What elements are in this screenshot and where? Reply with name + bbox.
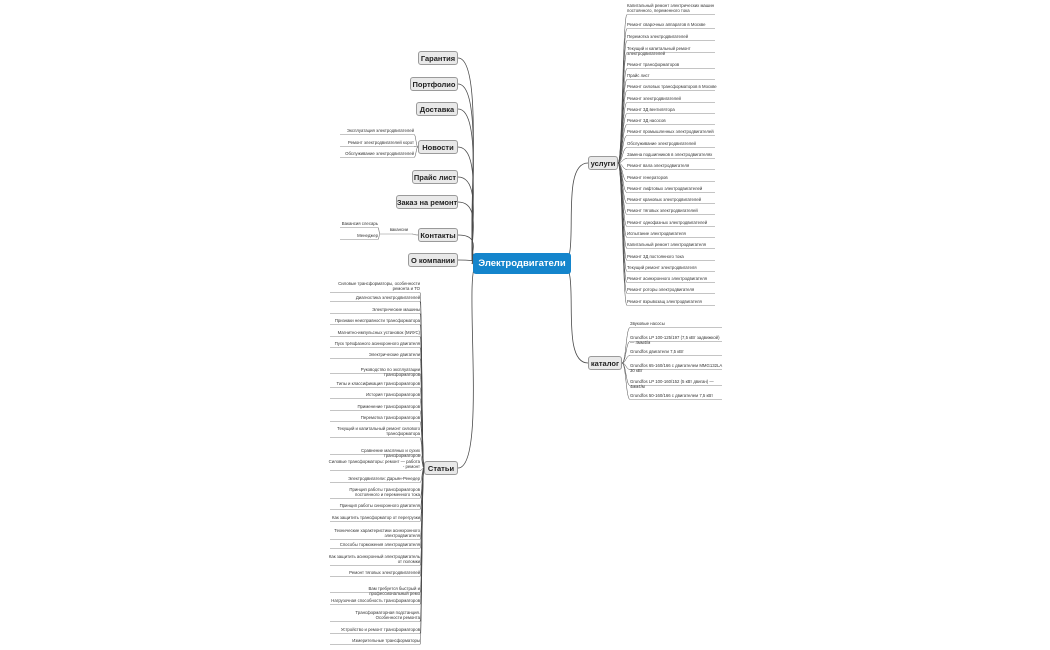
topic-repair-order[interactable]: Заказ на ремонт	[396, 195, 458, 209]
article-item[interactable]: Электродвигатели: Дарьян-Ренедер	[348, 476, 420, 481]
article-item[interactable]: Измерительные трансформаторы	[352, 638, 420, 643]
article-item[interactable]: Устройство и ремонт трансформаторов	[340, 627, 420, 632]
topic-guarantee[interactable]: Гарантия	[418, 51, 458, 65]
catalog-item[interactable]: Grundfos двигатели 7,5 кВт	[630, 349, 684, 354]
article-item[interactable]: Вам требуется быстрый и профессиональный…	[368, 586, 420, 596]
article-item[interactable]: Применение трансформаторов	[357, 404, 420, 409]
service-item[interactable]: Ремонт промышленных электродвигателей	[627, 129, 714, 134]
contacts-item[interactable]: Вакансия слесарь	[341, 221, 378, 226]
service-item[interactable]: Текущий и капитальный ремонт электродвиг…	[627, 46, 691, 56]
service-item[interactable]: Испытание электродвигателя	[627, 231, 686, 236]
article-item[interactable]: Как защитить асинхронный электродвигател…	[328, 554, 420, 564]
service-item[interactable]: Текущий ремонт электродвигателя	[627, 265, 697, 270]
service-item[interactable]: Ремонт силовых трансформаторов в Москве	[627, 84, 717, 89]
service-item[interactable]: Капитальный ремонт электрических машин п…	[627, 3, 715, 13]
service-item[interactable]: Ремонт 3Д постоянного тока	[627, 254, 684, 259]
service-item[interactable]: Обслуживание электродвигателей	[627, 141, 696, 146]
topic-services[interactable]: услуги	[588, 156, 618, 170]
news-item[interactable]: Эксплуатация электродвигателей	[346, 128, 414, 133]
article-item[interactable]: Трансформаторная подстанция. Особенности…	[355, 610, 420, 620]
service-item[interactable]: Ремонт 3Д вентилятора	[627, 107, 675, 112]
topic-contacts[interactable]: Контакты	[418, 228, 458, 242]
article-item[interactable]: Принцип работы трансформаторов постоянно…	[349, 487, 420, 497]
service-item[interactable]: Ремонт электродвигателей	[627, 96, 681, 101]
topic-articles[interactable]: Статьи	[424, 461, 458, 475]
catalog-item[interactable]: Grundfos LP 100-160/152 (5 кВт двиган) —…	[630, 379, 714, 389]
article-item[interactable]: Как защитить трансформатор от перегрузки	[331, 515, 420, 520]
article-item[interactable]: Пуск трёхфазного асинхронного двигателя	[334, 341, 420, 346]
service-item[interactable]: Ремонт трансформаторов	[627, 62, 680, 67]
article-item[interactable]: Ремонт тяговых электродвигателей	[349, 570, 420, 575]
topic-news[interactable]: Новости	[418, 140, 458, 154]
contacts-vacancies[interactable]: вакансии	[389, 227, 408, 232]
article-item[interactable]: Признаки неисправности трансформатора	[334, 318, 420, 323]
article-item[interactable]: Технические характеристики асинхронного …	[334, 528, 420, 538]
service-item[interactable]: Ремонт роторы электродвигателя	[627, 287, 695, 292]
service-item[interactable]: Ремонт 3Д насосов	[627, 118, 666, 123]
service-item[interactable]: Ремонт асинхронного электродвигателя	[627, 276, 707, 281]
article-item[interactable]: Руководство по эксплуатации трансформато…	[360, 367, 420, 377]
service-item[interactable]: Ремонт генераторов	[627, 175, 668, 180]
article-item[interactable]: Принцип работы синхронного двигателя	[339, 503, 420, 508]
topic-delivery[interactable]: Доставка	[416, 102, 458, 116]
article-item[interactable]: Способы торможения электродвигателя	[339, 542, 420, 547]
article-item[interactable]: Силовые трансформаторы, особенности ремо…	[338, 281, 420, 291]
article-item[interactable]: Электрические двигатели	[368, 352, 420, 357]
service-item[interactable]: Капитальный ремонт электродвигателя	[627, 242, 706, 247]
article-item[interactable]: Сравнение масляных и сухих трансформатор…	[360, 448, 420, 458]
catalog-item[interactable]: Звуковые насосы	[630, 321, 665, 326]
article-item[interactable]: Диагностика электродвигателей	[355, 295, 420, 300]
service-item[interactable]: Ремонт взрывозащ электродвигателя	[627, 299, 702, 304]
central-topic[interactable]: Электродвигатели	[473, 253, 571, 274]
topic-catalog[interactable]: каталог	[588, 356, 622, 370]
article-item[interactable]: Нагрузочная способность трансформаторов	[331, 598, 420, 603]
service-item[interactable]: Прайс лист	[627, 73, 650, 78]
service-item[interactable]: Ремонт вала электродвигателя	[627, 163, 690, 168]
article-item[interactable]: Силовые трансформаторы: ремонт — работа …	[328, 459, 420, 469]
article-item[interactable]: История трансформаторов	[365, 392, 420, 397]
article-item[interactable]: Типы и классификация трансформаторов	[336, 381, 420, 386]
service-item[interactable]: Ремонт тяговых электродвигателей	[627, 208, 698, 213]
news-item[interactable]: Ремонт электродвигателей корот	[347, 140, 414, 145]
service-item[interactable]: Ремонт сварочных аппаратов в Москве	[627, 22, 706, 27]
service-item[interactable]: Ремонт крановых электродвигателей	[627, 197, 702, 202]
catalog-item[interactable]: Grundfos 65-160/166 с двигателем MMG132L…	[630, 363, 723, 373]
article-item[interactable]: Перемотка трансформаторов	[360, 415, 420, 420]
topic-portfolio[interactable]: Портфолио	[410, 77, 458, 91]
news-item[interactable]: Обслуживание электродвигателей	[345, 151, 414, 156]
service-item[interactable]: Перемотка электродвигателей	[627, 34, 689, 39]
service-item[interactable]: Ремонт однофазных электродвигателей	[627, 220, 708, 225]
service-item[interactable]: Ремонт лифтовых электродвигателей	[627, 186, 703, 191]
contacts-item[interactable]: Менеджер	[357, 233, 378, 238]
article-item[interactable]: Текущий и капитальный ремонт силового тр…	[337, 426, 420, 436]
topic-price-list[interactable]: Прайс лист	[412, 170, 458, 184]
service-item[interactable]: Замена подшипников в электродвигателях	[627, 152, 713, 157]
article-item[interactable]: Магнитно-импульсных установок (МИУС)	[337, 330, 420, 335]
topic-about[interactable]: О компании	[408, 253, 458, 267]
catalog-item[interactable]: Grundfos LP 100-125/197 (7,5 кВт задвижк…	[630, 335, 720, 345]
article-item[interactable]: Электрические машины	[372, 307, 420, 312]
catalog-item[interactable]: Grundfos 50-160/166 с двигателем 7,5 кВт	[630, 393, 714, 398]
